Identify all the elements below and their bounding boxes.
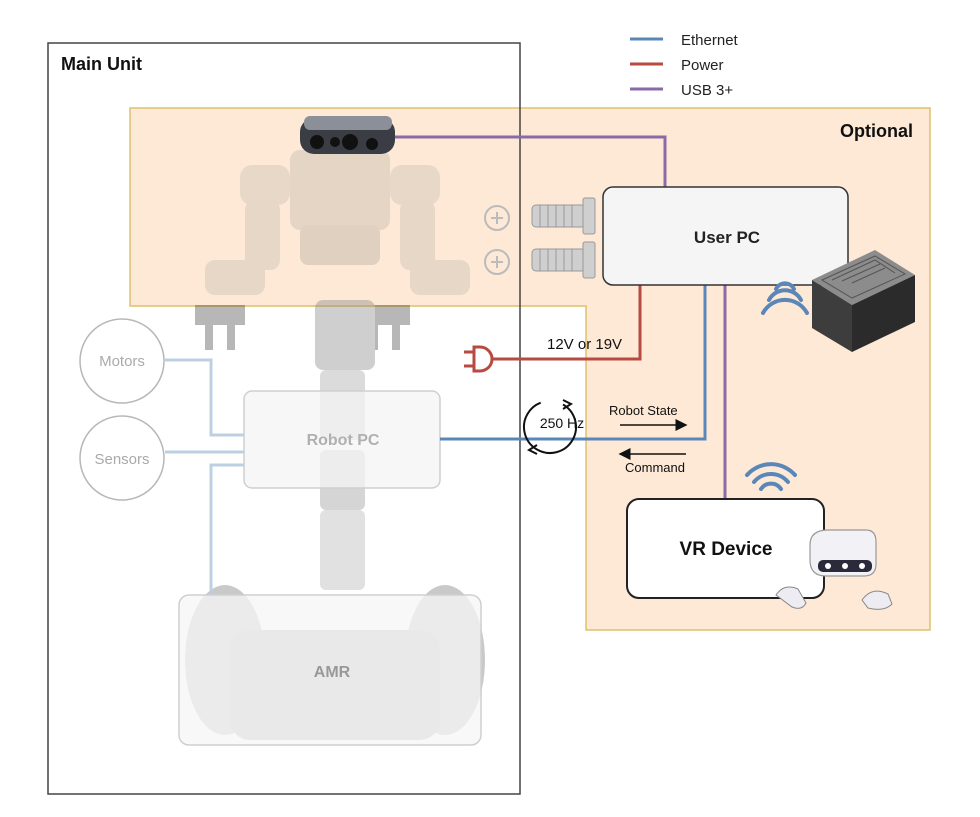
- motors-label: Motors: [99, 353, 145, 370]
- plug-icon: [464, 345, 494, 373]
- robot-state-label: Robot State: [609, 403, 678, 418]
- frequency-label: 250 Hz: [540, 415, 584, 431]
- wifi-icon: [745, 462, 797, 491]
- user-pc-box: [602, 186, 849, 286]
- power-line: [490, 285, 642, 361]
- motors-node: [79, 318, 165, 404]
- optional-title: Optional: [840, 121, 913, 141]
- amr-label: AMR: [314, 664, 351, 681]
- vr-headset-icon: [775, 529, 893, 610]
- sensors-node: [79, 415, 165, 501]
- main-unit-title: Main Unit: [61, 54, 142, 74]
- screw-icon: [484, 197, 596, 279]
- legend-ethernet-label: Ethernet: [681, 32, 739, 49]
- robot-pc-label: Robot PC: [307, 432, 380, 449]
- ethernet-robot-line: [440, 285, 707, 441]
- amr-box: [178, 594, 482, 746]
- vr-device-label: VR Device: [680, 539, 773, 560]
- legend-power-label: Power: [681, 57, 724, 74]
- user-pc-label: User PC: [694, 228, 760, 247]
- command-label: Command: [625, 460, 685, 475]
- wifi-icon: [761, 281, 809, 315]
- main-unit-box: [47, 42, 521, 795]
- compute-module-icon: [812, 250, 915, 352]
- loop-arrow-icon: [523, 399, 577, 455]
- camera-icon: [300, 116, 395, 154]
- usb-camera-line: [395, 135, 667, 187]
- legend-usb-label: USB 3+: [681, 82, 733, 99]
- internal-connections: [165, 358, 245, 595]
- sensors-label: Sensors: [94, 451, 149, 468]
- power-voltage-label: 12V or 19V: [547, 336, 622, 353]
